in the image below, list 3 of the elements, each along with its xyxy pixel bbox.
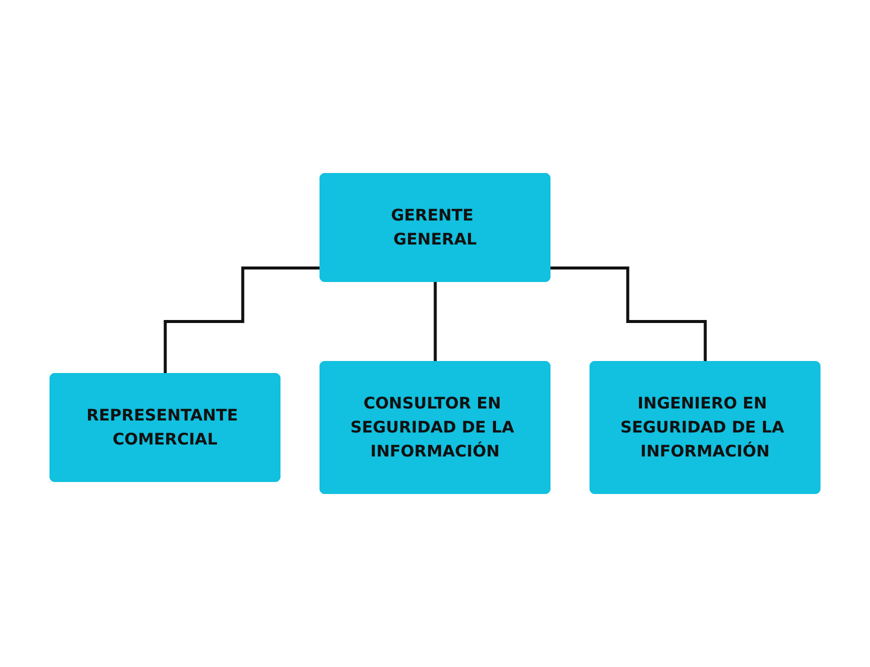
connector xyxy=(434,280,437,364)
connector xyxy=(550,266,707,364)
connector xyxy=(164,266,320,376)
